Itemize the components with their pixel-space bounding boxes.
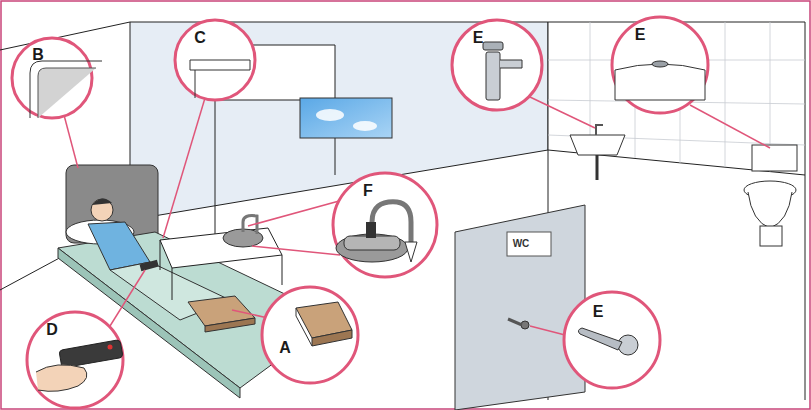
callout-letter: A xyxy=(279,340,291,356)
callout-letter: C xyxy=(194,30,206,46)
callout-letter: F xyxy=(363,183,373,199)
door-sign-text: WC xyxy=(513,239,530,249)
callout-letter: E xyxy=(473,30,484,46)
callout-letter: B xyxy=(32,47,44,63)
callout-letter: E xyxy=(593,304,604,320)
callout-letter: D xyxy=(46,322,58,338)
callout-letter: E xyxy=(635,27,646,43)
